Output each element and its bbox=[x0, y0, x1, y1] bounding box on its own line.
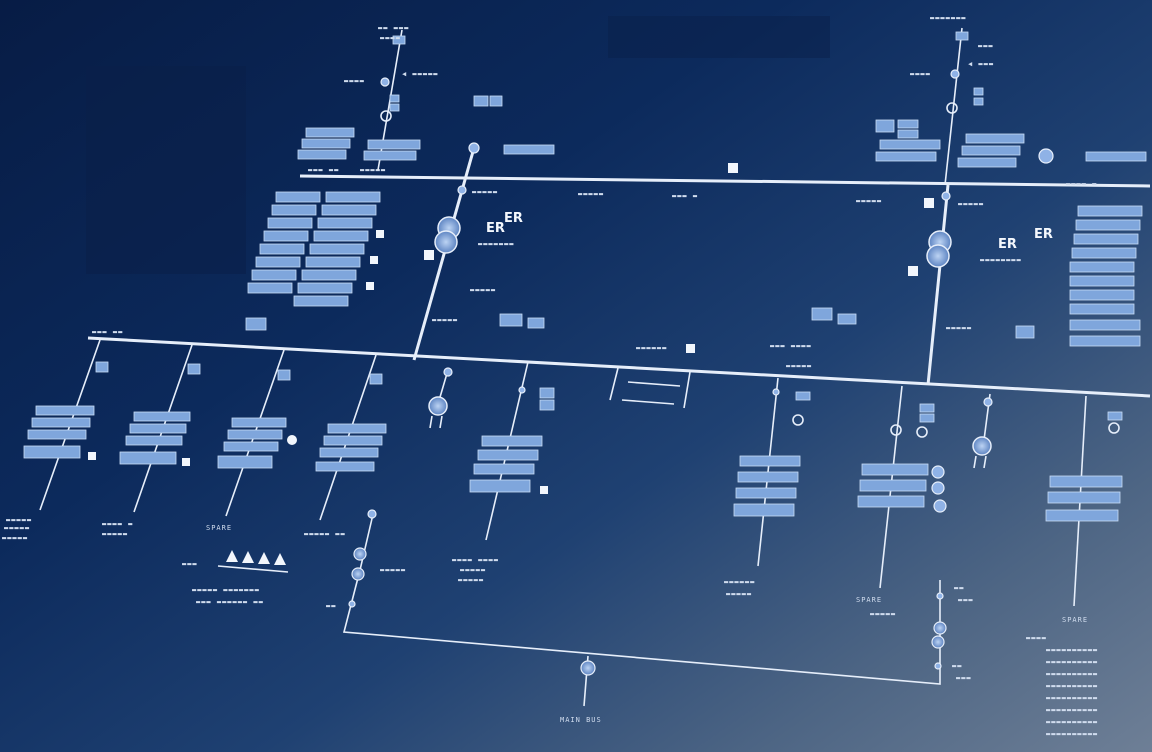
transformer-right: ER ER ▬▬▬▬▬▬▬▬ ▬▬▬▬▬ bbox=[811, 148, 1054, 386]
svg-text:▬▬▬▬▬: ▬▬▬▬▬ bbox=[102, 530, 128, 538]
distribution-bus bbox=[87, 336, 1151, 398]
feeder-3: SPARE bbox=[206, 349, 297, 532]
feeder-7-label: SPARE bbox=[856, 596, 882, 604]
meter-group-upper-left bbox=[297, 95, 555, 161]
feeder-7: SPARE ▬▬▬▬▬ bbox=[856, 385, 947, 618]
svg-text:▬▬▬▬▬▬▬▬▬▬: ▬▬▬▬▬▬▬▬▬▬ bbox=[1046, 658, 1098, 666]
svg-text:▬▬▬▬▬: ▬▬▬▬▬ bbox=[578, 190, 604, 198]
er-label-left: ER bbox=[486, 221, 505, 236]
svg-text:▬▬▬: ▬▬▬ bbox=[956, 674, 972, 682]
svg-text:▬▬▬▬: ▬▬▬▬ bbox=[1026, 634, 1047, 642]
svg-text:▬▬▬▬▬: ▬▬▬▬▬ bbox=[856, 197, 882, 205]
supply-unit-right bbox=[916, 393, 993, 469]
svg-text:▬▬▬▬▬▬: ▬▬▬▬▬▬ bbox=[636, 344, 667, 352]
panel-top-empty bbox=[608, 16, 830, 58]
supply-unit-left bbox=[428, 367, 453, 429]
feeder-2: ▬▬▬▬ ▬ ▬▬▬▬▬ bbox=[102, 344, 201, 538]
notes-block: ▬▬▬▬ ▬▬▬▬▬▬▬▬▬▬ ▬▬▬▬▬▬▬▬▬▬ ▬▬▬▬▬▬▬▬▬▬ ▬▬… bbox=[1026, 634, 1098, 738]
main-bus-label: MAIN BUS bbox=[560, 716, 602, 724]
svg-text:▬▬▬▬▬: ▬▬▬▬▬ bbox=[458, 576, 484, 584]
svg-text:▬▬▬▬: ▬▬▬▬ bbox=[380, 34, 401, 42]
svg-text:▬▬: ▬▬ bbox=[326, 602, 336, 610]
svg-text:▬▬▬▬▬: ▬▬▬▬▬ bbox=[432, 316, 458, 324]
svg-text:▬▬▬▬▬: ▬▬▬▬▬ bbox=[360, 166, 386, 174]
feeder-5: ▬▬▬▬ ▬▬▬▬ ▬▬▬▬▬ ▬▬▬▬▬ bbox=[452, 361, 555, 584]
svg-text:▬▬▬▬: ▬▬▬▬ bbox=[910, 70, 931, 78]
er-label-left-2: ER bbox=[504, 211, 523, 226]
svg-text:▬▬▬: ▬▬▬ bbox=[958, 596, 974, 604]
svg-text:▬▬▬: ▬▬▬ bbox=[978, 42, 994, 50]
svg-text:▬▬▬▬▬▬▬▬: ▬▬▬▬▬▬▬▬ bbox=[980, 256, 1022, 264]
meter-group-upper-right bbox=[875, 119, 1147, 168]
feeder-4: ▬▬▬▬▬ ▬▬ bbox=[304, 354, 387, 538]
distribution-bus-label: ▬▬▬ ▬▬ bbox=[92, 328, 123, 336]
er-label-right-2: ER bbox=[1034, 227, 1053, 242]
svg-text:▬▬▬▬▬: ▬▬▬▬▬ bbox=[726, 590, 752, 598]
svg-text:▬▬▬▬▬: ▬▬▬▬▬ bbox=[6, 516, 32, 524]
svg-text:◀ ▬▬▬▬▬: ◀ ▬▬▬▬▬ bbox=[402, 70, 439, 78]
feeder-8: SPARE bbox=[1045, 395, 1123, 624]
svg-text:▬▬▬▬▬▬▬: ▬▬▬▬▬▬▬ bbox=[930, 14, 967, 22]
upper-bus-marker bbox=[728, 163, 738, 173]
meter-table-left bbox=[247, 191, 384, 307]
er-label-right: ER bbox=[998, 237, 1017, 252]
tie-switches bbox=[609, 367, 691, 409]
distribution-bus-center-labels: ▬▬▬▬▬▬ ▬▬▬▬▬ ▬▬▬ ▬▬▬▬ bbox=[636, 342, 812, 370]
svg-text:▬▬▬▬: ▬▬▬▬ bbox=[344, 77, 365, 85]
svg-text:◀ ▬▬▬: ◀ ▬▬▬ bbox=[968, 60, 994, 68]
feeder-8-label: SPARE bbox=[1062, 616, 1088, 624]
svg-text:▬▬▬▬▬: ▬▬▬▬▬ bbox=[4, 524, 30, 532]
svg-text:▬▬: ▬▬ bbox=[952, 662, 962, 670]
svg-text:▬▬▬▬▬▬▬▬▬▬: ▬▬▬▬▬▬▬▬▬▬ bbox=[1046, 694, 1098, 702]
panel-left-empty bbox=[86, 66, 246, 274]
svg-text:▬▬▬▬▬: ▬▬▬▬▬ bbox=[472, 188, 498, 196]
feeder-3-label: SPARE bbox=[206, 524, 232, 532]
svg-text:▬▬▬▬▬▬▬: ▬▬▬▬▬▬▬ bbox=[478, 240, 515, 248]
svg-text:▬▬▬▬▬ ▬▬▬▬▬▬▬: ▬▬▬▬▬ ▬▬▬▬▬▬▬ bbox=[192, 586, 260, 594]
svg-text:▬▬▬▬▬: ▬▬▬▬▬ bbox=[470, 286, 496, 294]
feeder-1: ▬▬▬▬▬ ▬▬▬▬▬ ▬▬▬▬▬ bbox=[2, 339, 109, 542]
feeder-6: ▬▬▬▬▬▬ ▬▬▬▬▬ bbox=[724, 377, 811, 598]
svg-text:▬▬ ▬▬▬: ▬▬ ▬▬▬ bbox=[378, 24, 409, 32]
svg-text:▬▬▬▬▬: ▬▬▬▬▬ bbox=[870, 610, 896, 618]
svg-text:▬▬▬▬▬▬▬▬▬▬: ▬▬▬▬▬▬▬▬▬▬ bbox=[1046, 718, 1098, 726]
svg-text:▬▬▬▬▬: ▬▬▬▬▬ bbox=[958, 200, 984, 208]
svg-text:▬▬▬ ▬▬▬▬▬▬ ▬▬: ▬▬▬ ▬▬▬▬▬▬ ▬▬ bbox=[196, 598, 264, 606]
svg-text:▬▬▬▬▬▬▬▬▬▬: ▬▬▬▬▬▬▬▬▬▬ bbox=[1046, 646, 1098, 654]
transformer-left: ER ER ▬▬▬▬▬▬▬ ▬▬▬▬▬ ▬▬▬▬▬ bbox=[245, 142, 545, 361]
svg-text:▬▬▬▬▬: ▬▬▬▬▬ bbox=[946, 324, 972, 332]
svg-text:▬▬▬▬▬ ▬▬: ▬▬▬▬▬ ▬▬ bbox=[304, 530, 346, 538]
svg-text:▬▬▬▬▬▬▬▬▬▬: ▬▬▬▬▬▬▬▬▬▬ bbox=[1046, 670, 1098, 678]
upper-bus bbox=[299, 174, 1151, 188]
svg-text:▬▬▬▬▬: ▬▬▬▬▬ bbox=[380, 566, 406, 574]
svg-text:▬▬: ▬▬ bbox=[954, 584, 964, 592]
svg-text:▬▬▬▬▬▬▬▬▬▬: ▬▬▬▬▬▬▬▬▬▬ bbox=[1046, 682, 1098, 690]
svg-text:▬▬▬▬ ▬: ▬▬▬▬ ▬ bbox=[1066, 180, 1097, 188]
lower-loop: MAIN BUS ▬▬▬▬▬ ▬▬ ▬▬ ▬▬▬ ▬▬ ▬▬▬ bbox=[326, 509, 974, 724]
svg-text:▬▬▬▬▬: ▬▬▬▬▬ bbox=[786, 362, 812, 370]
svg-text:▬▬▬▬▬: ▬▬▬▬▬ bbox=[2, 534, 28, 542]
svg-text:▬▬▬▬▬▬: ▬▬▬▬▬▬ bbox=[724, 578, 755, 586]
svg-text:▬▬▬: ▬▬▬ bbox=[182, 560, 198, 568]
battery-connection: ▬▬▬ ▬▬▬▬▬ ▬▬▬▬▬▬▬ ▬▬▬ ▬▬▬▬▬▬ ▬▬ bbox=[182, 550, 289, 606]
svg-text:▬▬▬▬▬▬▬▬▬▬: ▬▬▬▬▬▬▬▬▬▬ bbox=[1046, 730, 1098, 738]
svg-text:▬▬▬ ▬: ▬▬▬ ▬ bbox=[672, 192, 698, 200]
svg-text:▬▬▬ ▬▬▬▬: ▬▬▬ ▬▬▬▬ bbox=[770, 342, 812, 350]
svg-text:▬▬▬▬▬: ▬▬▬▬▬ bbox=[460, 566, 486, 574]
upper-bus-labels: ▬▬▬ ▬▬ ▬▬▬▬▬ ▬▬▬▬▬ ▬▬▬▬▬ ▬▬▬ ▬ ▬▬▬▬▬ ▬▬▬… bbox=[308, 166, 1097, 208]
svg-text:▬▬▬▬▬▬▬▬▬▬: ▬▬▬▬▬▬▬▬▬▬ bbox=[1046, 706, 1098, 714]
svg-text:▬▬▬ ▬▬: ▬▬▬ ▬▬ bbox=[308, 166, 339, 174]
incoming-feeder-right: ▬▬▬▬▬▬▬ ▬▬▬ ◀ ▬▬▬ ▬▬▬▬ bbox=[910, 14, 994, 186]
meter-table-right bbox=[1069, 205, 1143, 347]
svg-text:▬▬▬▬ ▬: ▬▬▬▬ ▬ bbox=[102, 520, 133, 528]
svg-text:▬▬▬▬ ▬▬▬▬: ▬▬▬▬ ▬▬▬▬ bbox=[452, 556, 499, 564]
